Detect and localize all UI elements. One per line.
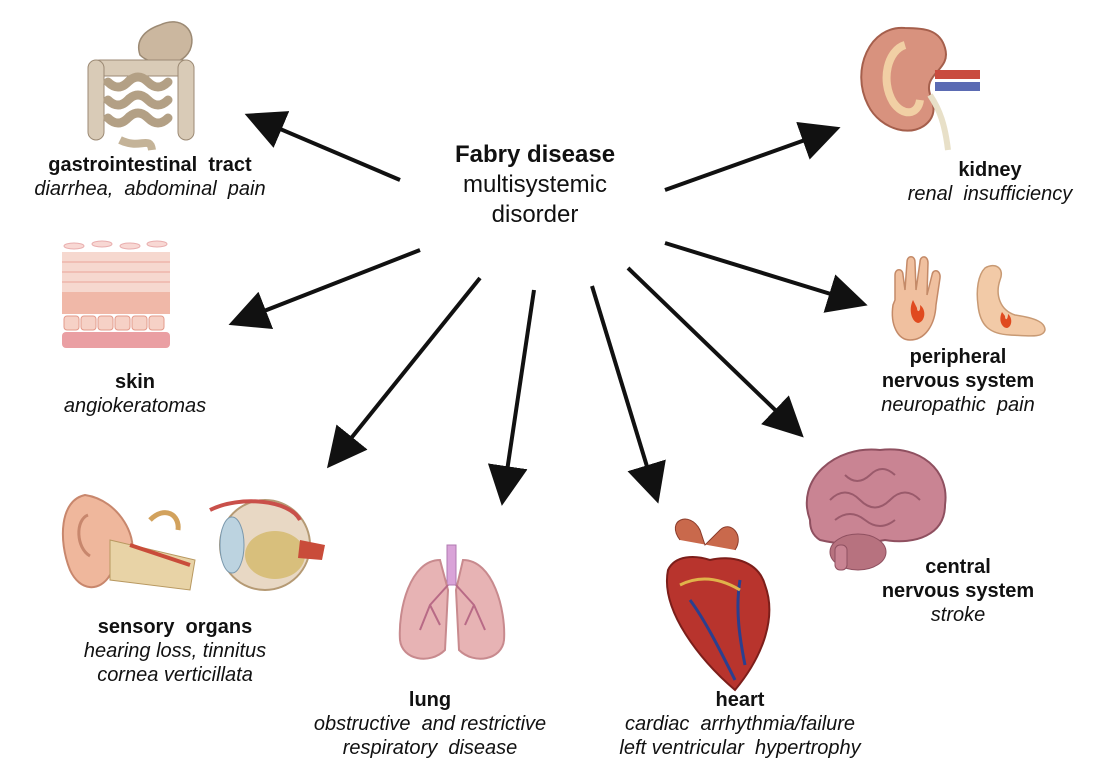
center-subtitle-line1: multisystemic <box>420 170 650 200</box>
center-title: Fabry disease <box>420 140 650 170</box>
pns-name-line2: nervous system <box>848 369 1068 393</box>
heart-name: heart <box>585 688 895 712</box>
arrow-to-pns <box>665 243 860 303</box>
kidney-symptom: renal insufficiency <box>880 182 1094 206</box>
cns-name-line1: central <box>848 555 1068 579</box>
lung-symptom-1: obstructive and restrictive <box>280 712 580 736</box>
sensory-symptom-2: cornea verticillata <box>55 663 295 687</box>
arrow-to-sensory <box>332 278 480 462</box>
gi-name: gastrointestinal tract <box>10 153 290 177</box>
arrow-to-skin <box>236 250 420 322</box>
kidney-icon <box>861 28 980 150</box>
arrow-to-lung <box>503 290 534 498</box>
gi-symptom: diarrhea, abdominal pain <box>10 177 290 201</box>
center-subtitle-line2: disorder <box>420 200 650 230</box>
skin-name: skin <box>40 370 230 394</box>
pns-name-line1: peripheral <box>848 345 1068 369</box>
sensory-label: sensory organs hearing loss, tinnitus co… <box>55 615 295 687</box>
cns-name-line2: nervous system <box>848 579 1068 603</box>
kidney-label: kidney renal insufficiency <box>880 158 1094 206</box>
hand-and-foot-icon <box>892 257 1045 340</box>
lung-name: lung <box>280 688 580 712</box>
gi-label: gastrointestinal tract diarrhea, abdomin… <box>10 153 290 201</box>
ear-and-eye-icon <box>63 495 325 590</box>
intestine-icon <box>88 22 194 150</box>
arrow-to-kidney <box>665 130 833 190</box>
center-title-block: Fabry disease multisystemic disorder <box>420 140 650 230</box>
pns-symptom: neuropathic pain <box>848 393 1068 417</box>
skin-symptom: angiokeratomas <box>40 394 230 418</box>
brain-icon <box>807 449 946 570</box>
sensory-symptom-1: hearing loss, tinnitus <box>55 639 295 663</box>
skin-label: skin angiokeratomas <box>40 370 230 418</box>
heart-symptom-2: left ventricular hypertrophy <box>585 736 895 760</box>
heart-icon <box>667 519 769 690</box>
heart-symptom-1: cardiac arrhythmia/failure <box>585 712 895 736</box>
lung-symptom-2: respiratory disease <box>280 736 580 760</box>
sensory-name: sensory organs <box>55 615 295 639</box>
kidney-name: kidney <box>880 158 1094 182</box>
lung-label: lung obstructive and restrictive respira… <box>280 688 580 760</box>
arrow-to-heart <box>592 286 656 496</box>
pns-label: peripheral nervous system neuropathic pa… <box>848 345 1068 417</box>
heart-label: heart cardiac arrhythmia/failure left ve… <box>585 688 895 760</box>
skin-layers-icon <box>62 241 170 348</box>
lungs-icon <box>400 545 504 659</box>
arrow-to-cns <box>628 268 798 432</box>
cns-symptom: stroke <box>848 603 1068 627</box>
cns-label: central nervous system stroke <box>848 555 1068 627</box>
